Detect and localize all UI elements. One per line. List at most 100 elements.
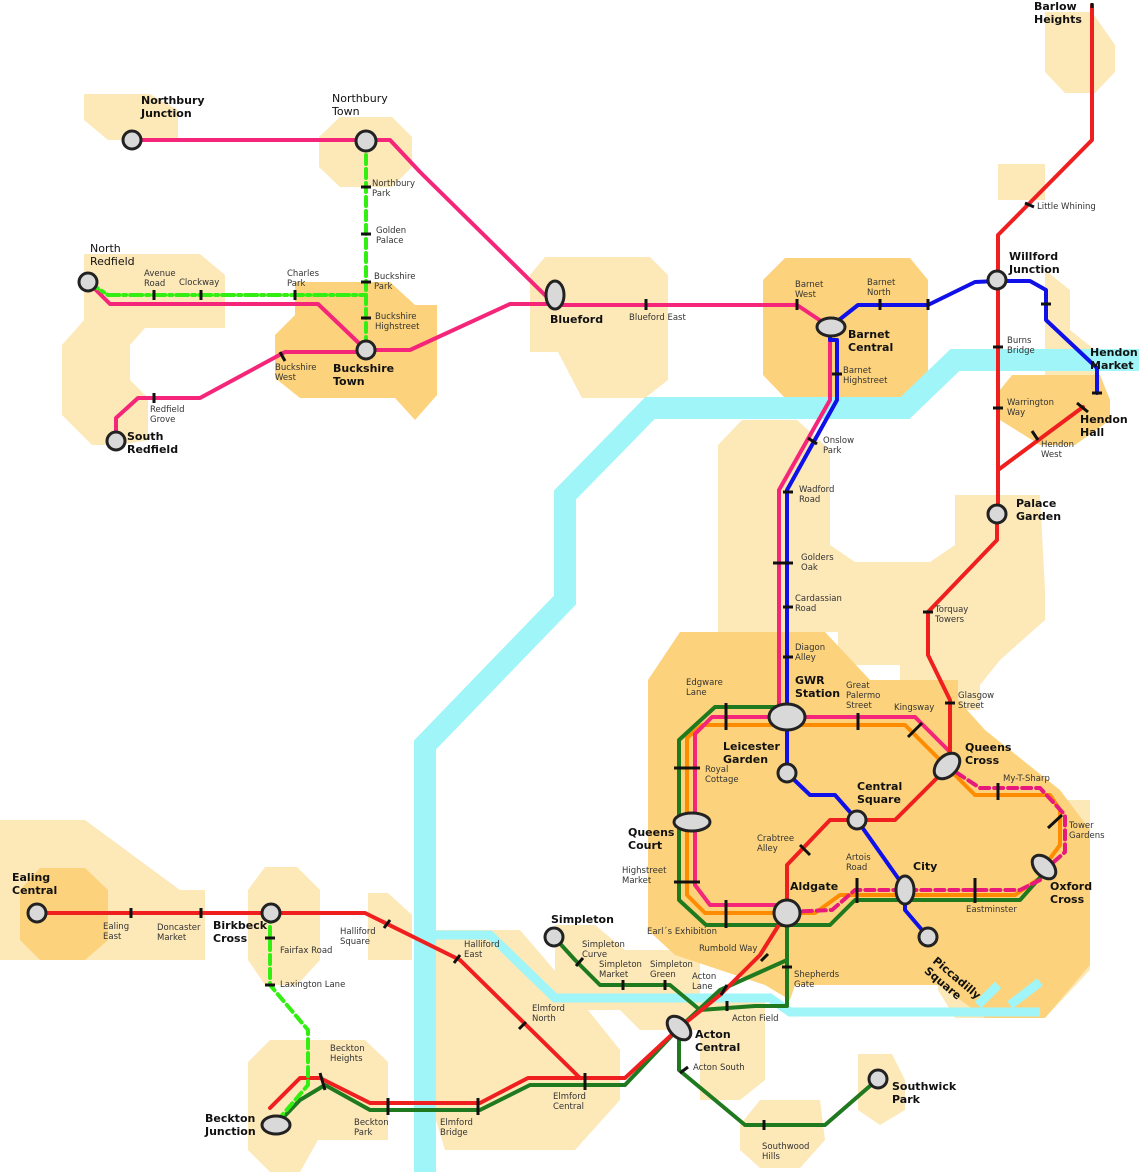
tick [318,1072,327,1091]
red-line-north[interactable] [996,3,1094,515]
station-piccadilly-square[interactable] [917,926,939,948]
station-simpleton[interactable] [543,926,565,948]
zone-birkbeck [248,867,320,985]
station-northbury-junction[interactable] [121,129,143,151]
station-blueford[interactable] [544,279,566,311]
label-little-whining: Little Whining [1037,202,1096,212]
river [414,349,1139,1172]
label-earls-exhibition: Earl´s Exhibition [647,926,717,937]
station-gwr-station[interactable] [767,702,807,732]
station-ticks [129,3,1102,1130]
label-clockway: Clockway [179,278,219,288]
station-southwick-park[interactable] [867,1068,889,1090]
station-leicester-garden[interactable] [776,762,798,784]
zone-southwood [740,1100,825,1168]
river-fork-b [1007,978,1043,1009]
station-birkbeck-cross[interactable] [260,902,282,924]
station-aldgate[interactable] [772,898,802,928]
tick [1076,401,1089,414]
station-queens-cross[interactable] [929,748,964,783]
station-north-redfield[interactable] [77,271,99,293]
red-line-palace[interactable] [785,511,999,914]
red-line-southwest[interactable] [35,910,789,1080]
station-ealing-central[interactable] [26,902,48,924]
zone-northbury-junction [84,94,178,140]
red-line-beckton[interactable] [268,1076,582,1110]
station-oxford-cross[interactable] [1028,851,1061,884]
tick [719,984,729,996]
red-line-hendon[interactable] [996,405,1085,472]
station-queens-court[interactable] [672,811,712,833]
station-willford-junction[interactable] [986,269,1008,291]
tick [452,954,462,964]
label-simpleton: Simpleton [551,913,614,926]
river-branch [425,930,1040,1017]
major-stations [26,129,1061,1136]
pink-line-redfield[interactable] [114,350,368,443]
station-city[interactable] [894,874,916,906]
tick [1030,430,1040,441]
station-palace-garden[interactable] [986,503,1008,525]
zone-central [648,632,1090,1018]
tick [759,952,770,963]
station-south-redfield[interactable] [105,430,127,452]
label-blueford: Blueford [550,313,603,326]
tick [906,721,924,739]
pink-line-northwest[interactable] [130,138,832,329]
zone-elmford [430,930,620,1150]
station-beckton-junction[interactable] [260,1114,292,1136]
station-acton-central[interactable] [663,1012,696,1045]
tick [574,957,585,967]
magenta-dashed-line[interactable] [785,763,1067,914]
station-northbury-town[interactable] [354,129,378,153]
zone-little-whining [998,164,1045,200]
tick [382,919,392,929]
lime-line-birkbeck[interactable] [268,911,310,1122]
label-my-t-sharp: My-T-Sharp [1003,774,1050,784]
tick [798,843,812,857]
station-buckshire-town[interactable] [355,339,377,361]
pink-line-south[interactable] [777,325,832,719]
station-barnet-central[interactable] [815,316,847,338]
station-central-square[interactable] [846,809,868,831]
green-line-southwick[interactable] [677,1026,880,1127]
label-blueford-east: Blueford East [629,313,686,323]
green-circle-line[interactable] [677,705,1047,927]
